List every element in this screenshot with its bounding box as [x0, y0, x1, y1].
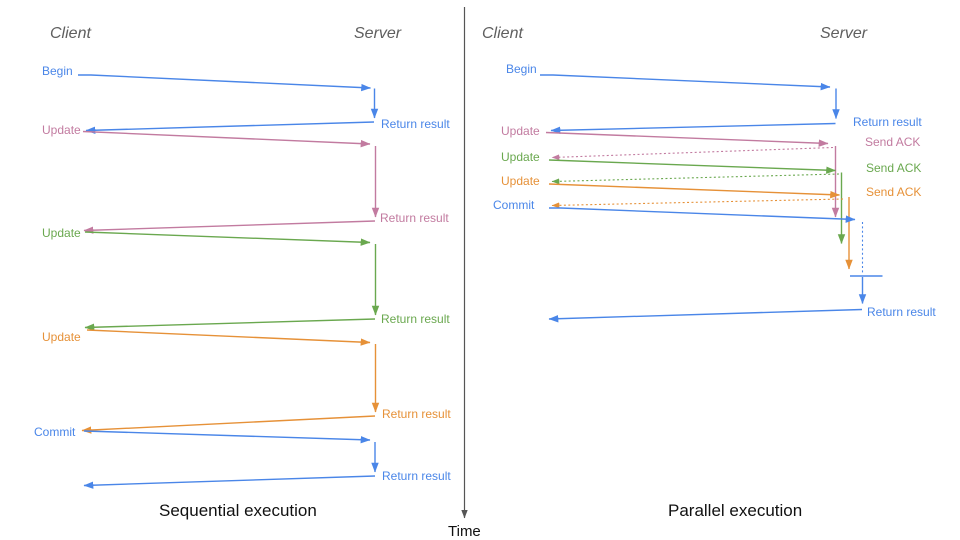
- parallel-panel-title: Parallel execution: [668, 501, 803, 520]
- seq-update3-label: Update: [42, 330, 81, 344]
- par-update1-ack-line: [551, 146, 834, 161]
- sequential-panel-lines: [78, 74, 380, 489]
- par-update3-ack-label: Send ACK: [866, 185, 922, 199]
- seq-update2-return-line: [84, 318, 376, 331]
- par-client-header: Client: [482, 25, 523, 42]
- par-update1-request-line: [545, 131, 829, 147]
- par-update3-request-line: [548, 183, 840, 199]
- par-update2-ack-label: Send ACK: [866, 161, 922, 175]
- seq-update3-return-line: [81, 415, 376, 434]
- par-commit-return-line: [548, 308, 863, 323]
- seq-update1-return-line: [83, 220, 376, 234]
- seq-update1-return-label: Return result: [380, 211, 449, 225]
- seq-update2-label: Update: [42, 226, 81, 240]
- seq-client-header: Client: [50, 25, 91, 42]
- par-update2-request-line: [548, 159, 836, 174]
- par-update2-label: Update: [501, 150, 540, 164]
- seq-commit-return-line: [83, 475, 376, 489]
- sequential-panel-title: Sequential execution: [159, 501, 317, 520]
- seq-update3-request-line: [86, 329, 371, 346]
- par-begin-return-label: Return result: [853, 115, 922, 129]
- seq-commit-return-label: Return result: [382, 469, 451, 483]
- par-begin-label: Begin: [506, 62, 537, 76]
- par-commit-return-label: Return result: [867, 305, 936, 319]
- par-update3-ack-line: [551, 198, 844, 209]
- seq-update1-request-line: [82, 130, 371, 148]
- par-commit-label: Commit: [493, 198, 535, 212]
- seq-update1-label: Update: [42, 123, 81, 137]
- seq-update2-return-label: Return result: [381, 312, 450, 326]
- par-commit-request-line: [549, 207, 856, 223]
- seq-begin-request-line: [78, 74, 371, 92]
- seq-commit-label: Commit: [34, 425, 76, 439]
- par-update2-ack-line: [551, 173, 840, 185]
- seq-begin-return-line: [85, 121, 375, 134]
- par-server-header: Server: [820, 25, 868, 42]
- seq-begin-label: Begin: [42, 64, 73, 78]
- seq-begin-return-label: Return result: [381, 117, 450, 131]
- seq-server-header: Server: [354, 25, 402, 42]
- seq-commit-request-line: [83, 430, 371, 444]
- par-begin-request-line: [540, 74, 831, 91]
- seq-update3-return-label: Return result: [382, 407, 451, 421]
- time-axis-label: Time: [448, 523, 481, 540]
- par-begin-return-line: [550, 122, 836, 134]
- par-update3-label: Update: [501, 174, 540, 188]
- seq-update2-request-line: [84, 231, 371, 246]
- par-update1-ack-label: Send ACK: [865, 135, 921, 149]
- par-update1-label: Update: [501, 124, 540, 138]
- parallel-panel-lines: [540, 74, 883, 323]
